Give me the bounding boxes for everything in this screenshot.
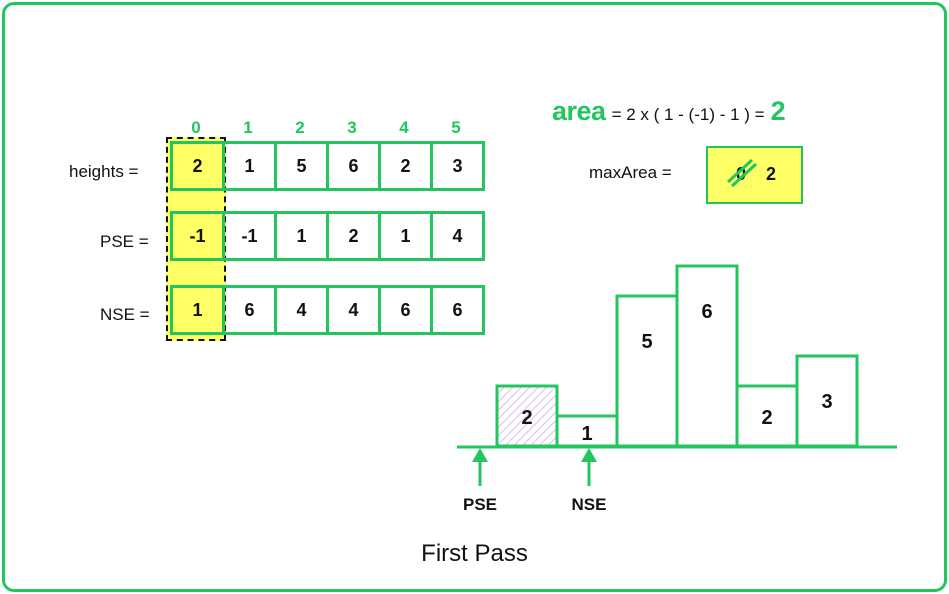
index-label: 5: [451, 118, 461, 137]
max-area-old-value: 0: [736, 164, 747, 184]
array-cell: 6: [433, 288, 485, 332]
max-area-box: 0 2: [706, 146, 803, 204]
array-cell: 1: [225, 144, 277, 188]
area-expression: = 2 x ( 1 - (-1) - 1 ) =: [611, 105, 765, 124]
array-cell: 6: [225, 288, 277, 332]
array-cell: 2: [173, 144, 225, 188]
max-area-label: maxArea =: [589, 163, 672, 182]
strikethrough-icon: [726, 158, 758, 188]
nse-array: 1 6 4 4 6 6: [170, 285, 485, 335]
array-cell: -1: [173, 214, 225, 258]
area-result: 2: [770, 96, 786, 126]
array-cell: 2: [329, 214, 381, 258]
max-area-new-value: 2: [766, 164, 777, 184]
index-label: 4: [399, 118, 409, 137]
array-cell: -1: [225, 214, 277, 258]
array-cell: 4: [433, 214, 485, 258]
index-label: 0: [191, 118, 201, 137]
index-label: 3: [347, 118, 357, 137]
array-cell: 1: [381, 214, 433, 258]
nse-label: NSE =: [100, 305, 150, 324]
array-cell: 6: [329, 144, 381, 188]
area-formula: area = 2 x ( 1 - (-1) - 1 ) = 2: [552, 96, 786, 127]
heights-array: 2 1 5 6 2 3: [170, 141, 485, 191]
array-cell: 6: [381, 288, 433, 332]
array-cell: 5: [277, 144, 329, 188]
array-cell: 1: [277, 214, 329, 258]
array-cell: 4: [329, 288, 381, 332]
pse-label: PSE =: [100, 232, 149, 251]
array-cell: 1: [173, 288, 225, 332]
index-label: 1: [243, 118, 253, 137]
index-label: 2: [295, 118, 305, 137]
array-cell: 4: [277, 288, 329, 332]
area-word: area: [552, 96, 606, 126]
array-cell: 2: [381, 144, 433, 188]
pse-array: -1 -1 1 2 1 4: [170, 211, 485, 261]
heights-label: heights =: [69, 162, 139, 181]
caption: First Pass: [421, 540, 528, 567]
array-cell: 3: [433, 144, 485, 188]
